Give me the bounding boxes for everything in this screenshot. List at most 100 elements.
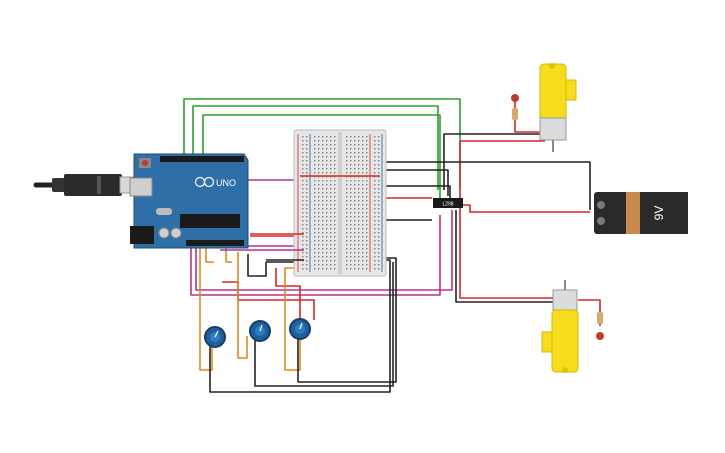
dc-motor-bottom[interactable] [541, 280, 579, 373]
breadboard-hole [326, 156, 328, 158]
breadboard-hole [362, 220, 364, 222]
breadboard-hole [318, 212, 320, 214]
breadboard-hole [322, 232, 324, 234]
breadboard-hole [318, 268, 320, 270]
breadboard-hole [350, 224, 352, 226]
power-jack [130, 226, 154, 244]
breadboard-hole [358, 260, 360, 262]
breadboard-hole [354, 140, 356, 142]
wire-red-4 [459, 141, 575, 299]
breadboard-hole [326, 136, 328, 138]
arduino-uno-board[interactable]: UNO [129, 153, 249, 249]
breadboard-hole [358, 180, 360, 182]
breadboard-hole [306, 216, 308, 218]
breadboard-holes [302, 136, 380, 270]
breadboard-hole [326, 240, 328, 242]
wire-green-2 [192, 105, 439, 190]
breadboard-hole [334, 152, 336, 154]
breadboard-hole [322, 224, 324, 226]
breadboard-hole [334, 204, 336, 206]
breadboard-hole [334, 168, 336, 170]
breadboard-hole [322, 188, 324, 190]
breadboard-hole [322, 156, 324, 158]
breadboard-hole [334, 252, 336, 254]
breadboard-hole [366, 180, 368, 182]
breadboard-hole [302, 160, 304, 162]
breadboard-hole [306, 164, 308, 166]
breadboard-hole [362, 152, 364, 154]
motor-driver-label: L298 [442, 202, 453, 208]
breadboard-hole [378, 220, 380, 222]
breadboard-hole [318, 220, 320, 222]
dc-motor-top[interactable] [539, 63, 577, 152]
breadboard-hole [378, 156, 380, 158]
breadboard-hole [362, 192, 364, 194]
potentiometer-2[interactable] [249, 320, 271, 342]
breadboard-hole [350, 252, 352, 254]
breadboard-hole [322, 260, 324, 262]
pot-3-indicator [299, 322, 303, 330]
breadboard-hole [318, 256, 320, 258]
breadboard-hole [366, 144, 368, 146]
breadboard-hole [330, 144, 332, 146]
breadboard-hole [354, 164, 356, 166]
breadboard-hole [378, 160, 380, 162]
breadboard-hole [362, 264, 364, 266]
motor-bottom-shaft-housing [541, 331, 553, 353]
wire-black-9 [443, 133, 545, 190]
breadboard-hole [330, 228, 332, 230]
breadboard-hole [318, 140, 320, 142]
breadboard-hole [354, 224, 356, 226]
breadboard-hole [362, 148, 364, 150]
breadboard-hole [330, 204, 332, 206]
breadboard-hole [346, 268, 348, 270]
breadboard-hole [366, 228, 368, 230]
breadboard-hole [346, 156, 348, 158]
breadboard-hole [306, 136, 308, 138]
breadboard-hole [378, 208, 380, 210]
breadboard-hole [314, 248, 316, 250]
atmega-chip [180, 214, 240, 228]
breadboard-hole [334, 200, 336, 202]
breadboard-hole [374, 204, 376, 206]
breadboard-hole [350, 180, 352, 182]
breadboard-hole [346, 252, 348, 254]
breadboard-hole [374, 156, 376, 158]
breadboard-hole [322, 204, 324, 206]
breadboard-hole [362, 180, 364, 182]
breadboard-hole [354, 192, 356, 194]
potentiometer-3[interactable] [289, 318, 311, 340]
breadboard-hole [346, 136, 348, 138]
breadboard-hole [354, 156, 356, 158]
breadboard-hole [322, 140, 324, 142]
breadboard-hole [302, 224, 304, 226]
breadboard-hole [330, 160, 332, 162]
breadboard-hole [378, 236, 380, 238]
wire-black-10 [455, 210, 560, 303]
breadboard-hole [314, 152, 316, 154]
breadboard-hole [306, 248, 308, 250]
breadboard-hole [330, 180, 332, 182]
breadboard-hole [362, 160, 364, 162]
led-bottom [596, 312, 604, 340]
breadboard-hole [314, 224, 316, 226]
battery-9v[interactable]: 9V [594, 192, 688, 234]
breadboard-hole [306, 264, 308, 266]
breadboard-hole [358, 164, 360, 166]
breadboard-hole [358, 212, 360, 214]
breadboard-hole [326, 224, 328, 226]
breadboard-hole [334, 268, 336, 270]
potentiometer-1[interactable] [204, 326, 226, 348]
breadboard-hole [354, 248, 356, 250]
breadboard[interactable] [293, 129, 387, 277]
breadboard-hole [354, 136, 356, 138]
breadboard-hole [362, 248, 364, 250]
breadboard-hole [334, 156, 336, 158]
motor-driver[interactable]: L298 [433, 198, 463, 208]
breadboard-hole [318, 148, 320, 150]
breadboard-hole [350, 212, 352, 214]
breadboard-hole [358, 228, 360, 230]
breadboard-hole [314, 232, 316, 234]
breadboard-hole [334, 180, 336, 182]
breadboard-hole [366, 140, 368, 142]
